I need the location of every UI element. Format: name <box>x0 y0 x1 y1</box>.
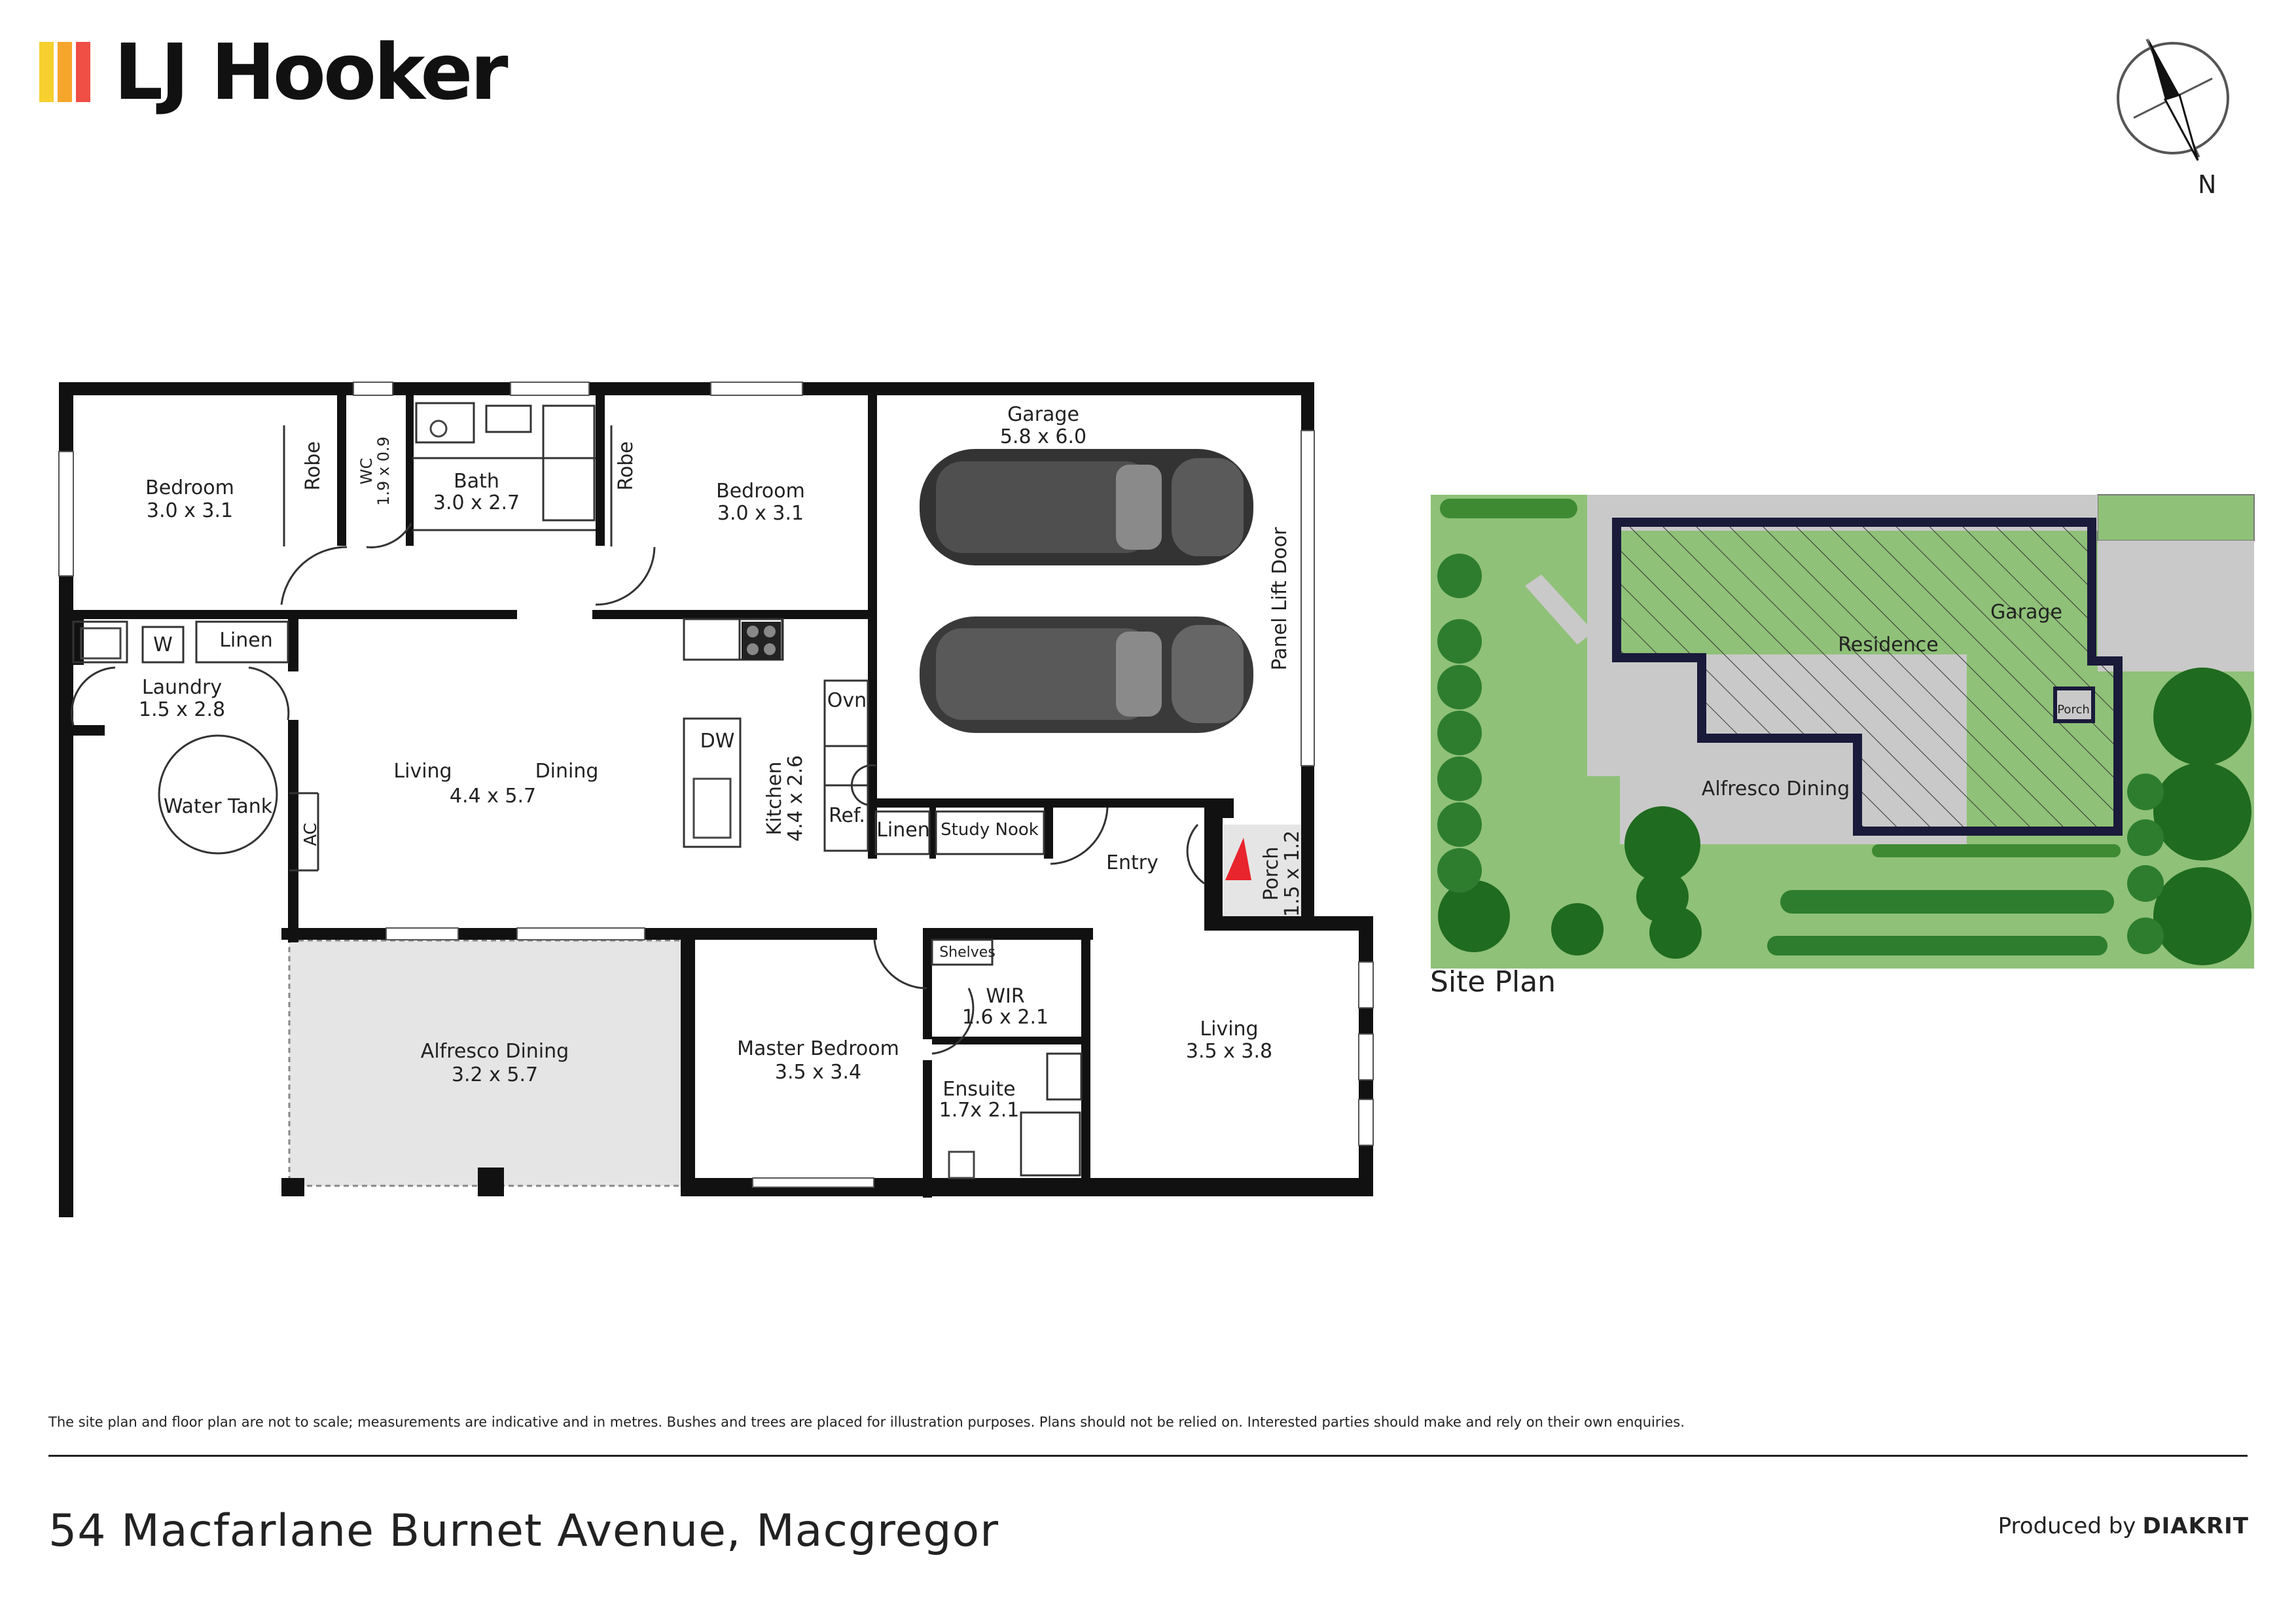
entry-arrow-icon <box>1225 838 1251 880</box>
room-wir-size: 1.6 x 2.1 <box>962 1006 1049 1029</box>
logo-bar-yellow <box>39 42 54 102</box>
logo-bar-orange <box>58 42 72 102</box>
room-living-2-size: 3.5 x 3.8 <box>1186 1040 1272 1063</box>
car-bottom <box>920 616 1253 733</box>
produced-by: Produced by DIAKRIT <box>1998 1513 2249 1539</box>
room-porch-name: Porch <box>1260 847 1283 901</box>
room-wc-size: 1.9 x 0.9 <box>374 437 393 506</box>
room-alfresco-size: 3.2 x 5.7 <box>452 1063 538 1086</box>
compass-needle-dark <box>2148 38 2179 99</box>
room-wc-name: WC <box>357 458 376 485</box>
room-garage-size: 5.8 x 6.0 <box>1000 425 1086 448</box>
room-kitchen-name: Kitchen <box>763 762 786 836</box>
oven-label: Ovn <box>827 689 867 712</box>
dishwasher-label: DW <box>700 730 735 753</box>
room-master-size: 3.5 x 3.4 <box>775 1061 861 1084</box>
interior-lines <box>72 402 1083 1177</box>
room-robe-1-name: Robe <box>302 441 325 490</box>
fixtures <box>80 419 975 1179</box>
site-residence-label: Residence <box>1838 633 1938 656</box>
room-bedroom-2-size: 3.0 x 3.1 <box>717 502 804 525</box>
cooktop <box>742 622 781 660</box>
floor-plan: Bedroom 3.0 x 3.1 Robe WC 1.9 x 0.9 Bath… <box>58 382 1374 1217</box>
site-garage-label: Garage <box>1990 601 2062 624</box>
room-bedroom-2-name: Bedroom <box>716 480 805 503</box>
site-plan: Residence Garage Porch Alfresco Dining S… <box>1430 494 2255 999</box>
ensuite-toilet <box>948 1150 975 1179</box>
room-bedroom-1-name: Bedroom <box>145 476 234 499</box>
site-trees <box>1437 554 2251 965</box>
water-tank <box>158 734 278 855</box>
compass: N <box>2117 38 2229 199</box>
site-residence <box>1612 518 2123 836</box>
logo-bar-red <box>76 42 90 102</box>
car-top <box>920 449 1253 565</box>
compass-ring <box>2117 42 2229 154</box>
kitchen-sink <box>692 777 732 839</box>
site-hedge <box>1440 499 2121 955</box>
room-laundry-size: 1.5 x 2.8 <box>139 698 225 721</box>
room-porch-size: 1.5 x 1.2 <box>1281 830 1304 917</box>
water-tank-label: Water Tank <box>164 795 273 818</box>
site-porch <box>2053 687 2095 723</box>
compass-needle-light <box>2163 94 2199 161</box>
footer-divider <box>48 1455 2248 1457</box>
site-labels: Residence Garage Porch Alfresco Dining <box>1702 601 2090 800</box>
produced-by-prefix: Produced by <box>1998 1513 2136 1539</box>
room-labels: Bedroom 3.0 x 3.1 Robe WC 1.9 x 0.9 Bath… <box>139 403 1304 1122</box>
room-alfresco-name: Alfresco Dining <box>421 1040 569 1063</box>
site-porch-label: Porch <box>2057 703 2090 717</box>
room-bath-size: 3.0 x 2.7 <box>433 491 520 514</box>
laundry-linen-label: Linen <box>219 629 273 652</box>
windows <box>58 382 1374 1188</box>
room-bath-name: Bath <box>454 470 499 493</box>
site-plan-title: Site Plan <box>1430 965 1556 999</box>
room-panel-lift-door: Panel Lift Door <box>1268 527 1291 671</box>
room-dining-name: Dining <box>535 760 599 783</box>
alfresco-area <box>289 940 682 1186</box>
brand-logo: LJ Hooker <box>39 27 509 117</box>
disclaimer-text: The site plan and floor plan are not to … <box>48 1414 1685 1430</box>
logo-bars <box>39 42 94 102</box>
room-master-name: Master Bedroom <box>737 1037 899 1060</box>
brand-name: LJ Hooker <box>114 27 509 117</box>
property-address: 54 Macfarlane Burnet Avenue, Macgregor <box>48 1505 999 1557</box>
laundry-w-label: W <box>153 633 173 656</box>
producer-logo: DIAKRIT <box>2142 1513 2249 1539</box>
room-ensuite-size: 1.7x 2.1 <box>939 1099 1020 1122</box>
room-wir-name: WIR <box>986 985 1024 1008</box>
fridge-label: Ref. <box>829 804 865 827</box>
shower-head <box>429 419 448 438</box>
compass-north-label: N <box>2198 170 2216 199</box>
hall-linen-label: Linen <box>876 819 930 842</box>
room-living-name: Living <box>393 760 452 783</box>
site-alfresco-label: Alfresco Dining <box>1702 777 1850 800</box>
room-laundry-name: Laundry <box>142 676 222 699</box>
room-bedroom-1-size: 3.0 x 3.1 <box>147 499 233 522</box>
study-nook-label: Study Nook <box>941 820 1039 840</box>
garage-cars <box>920 449 1253 733</box>
room-kitchen-size: 4.4 x 2.6 <box>784 755 807 842</box>
room-entry-name: Entry <box>1106 851 1158 874</box>
door-swings <box>71 523 1205 1055</box>
ac-label: AC <box>301 823 321 846</box>
room-living-2-name: Living <box>1200 1018 1258 1041</box>
room-robe-2-name: Robe <box>615 441 637 490</box>
site-lawn-strip <box>2097 494 2255 541</box>
room-garage-name: Garage <box>1007 403 1079 426</box>
shelves-label: Shelves <box>939 944 996 961</box>
room-dining-size: 4.4 x 5.7 <box>450 785 536 808</box>
laundry-trough <box>80 627 122 660</box>
room-ensuite-name: Ensuite <box>942 1078 1015 1101</box>
